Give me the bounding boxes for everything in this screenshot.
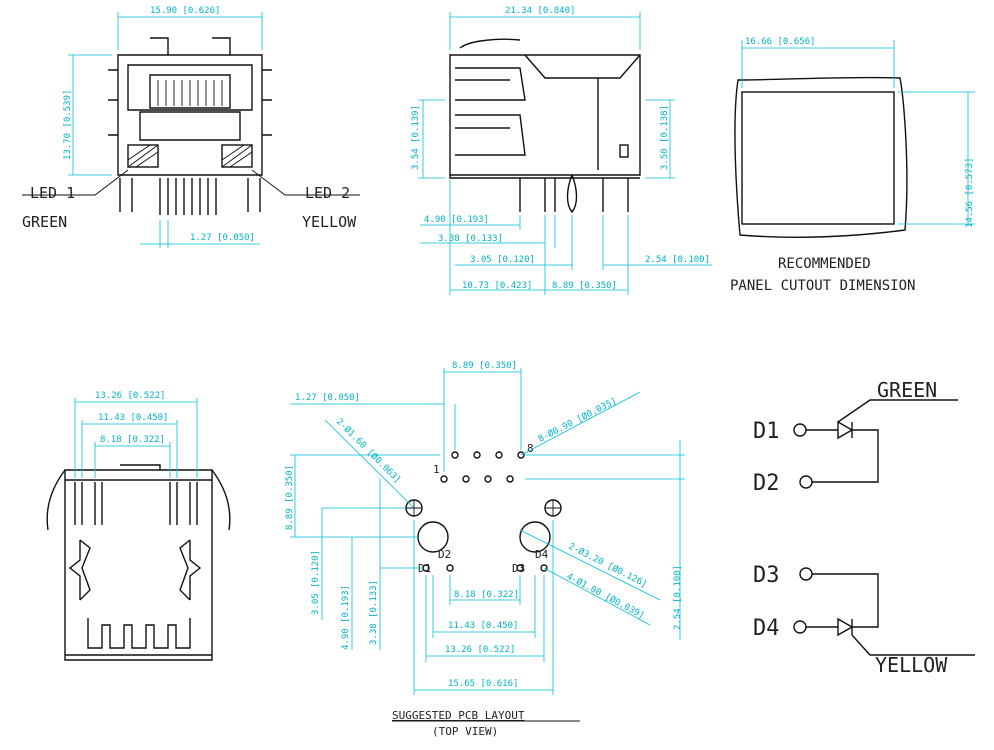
pcb-left-dim-1: 8.89 [0.350] [285, 465, 295, 530]
side-depth-dim: 21.34 [0.840] [505, 6, 575, 16]
bottom-dim-2: 11.43 [0.450] [98, 413, 168, 423]
pad-d2-label: D2 [438, 548, 451, 561]
panel-cutout: 16.66 [0.656] 14.56 [0.573] RECOMMENDED … [730, 37, 975, 294]
side-dim-3: 3.05 [0.120] [470, 255, 535, 265]
pcb-right-dim: 2.54 [0.100] [673, 565, 683, 630]
pcb-left-dim-3: 4.90 [0.193] [341, 585, 351, 650]
pcb-left-dim-2: 3.05 [0.120] [311, 550, 321, 615]
pcb-callout-1: 8-Ø0.90 [Ø0.035] [536, 396, 618, 445]
pin8-label: 8 [527, 442, 534, 455]
cutout-title-2: PANEL CUTOUT DIMENSION [730, 278, 915, 294]
pad-d1-label: D1 [418, 562, 431, 575]
front-pitch-dim: 1.27 [0.050] [190, 233, 255, 243]
front-width-dim: 15.90 [0.626] [150, 6, 220, 16]
pcb-caption-1: SUGGESTED PCB LAYOUT [392, 709, 525, 722]
pcb-bottom-dim-1: 8.18 [0.322] [454, 590, 519, 600]
cutout-height-dim: 14.56 [0.573] [965, 158, 975, 228]
led-schematic: D1 GREEN D2 D3 D4 YELLOW [753, 378, 975, 677]
bottom-dim-3: 8.18 [0.322] [100, 435, 165, 445]
schematic-d2: D2 [753, 471, 780, 496]
side-right-height-dim: 3.50 [0.138] [660, 105, 670, 170]
led1-label: LED 1 [30, 184, 75, 202]
cutout-title-1: RECOMMENDED [778, 256, 871, 272]
led1-color: GREEN [22, 213, 67, 231]
side-view: 21.34 [0.840] 3.54 [0.139] 3.50 [0.138] … [411, 6, 712, 295]
schematic-green: GREEN [877, 378, 937, 402]
pad-d3-label: D3 [512, 562, 525, 575]
side-dim-6: 2.54 [0.100] [645, 255, 710, 265]
side-dim-5: 8.89 [0.350] [552, 281, 617, 291]
side-dim-1: 4.90 [0.193] [424, 215, 489, 225]
front-height-dim: 13.70 [0.539] [63, 90, 73, 160]
bottom-dim-1: 13.26 [0.522] [95, 391, 165, 401]
schematic-d3: D3 [753, 563, 780, 588]
pad-d4-label: D4 [535, 548, 549, 561]
schematic-yellow: YELLOW [875, 653, 948, 677]
pcb-left-dim-4: 3.38 [0.133] [369, 580, 379, 645]
side-dim-2: 3.38 [0.133] [438, 234, 503, 244]
side-left-height-dim: 3.54 [0.139] [411, 105, 421, 170]
pin1-label: 1 [433, 463, 440, 476]
pcb-caption-2: (TOP VIEW) [432, 725, 498, 738]
pcb-layout: 1 8 D2 D4 D1 D3 8.89 [0.350] 1.27 [0.050… [285, 361, 685, 738]
bottom-view: 13.26 [0.522] 11.43 [0.450] 8.18 [0.322] [46, 391, 231, 661]
led2-color: YELLOW [302, 213, 357, 231]
front-view: 15.90 [0.626] 13.70 [0.539] 1.27 [0.050]… [22, 6, 360, 248]
pcb-callout-2: 2-Ø1.60 [Ø0.063] [334, 416, 403, 485]
schematic-d1: D1 [753, 419, 780, 444]
pcb-top-dim-1: 8.89 [0.350] [452, 361, 517, 371]
side-dim-4: 10.73 [0.423] [462, 281, 532, 291]
cutout-width-dim: 16.66 [0.656] [745, 37, 815, 47]
schematic-d4: D4 [753, 616, 780, 641]
pcb-bottom-dim-3: 13.26 [0.522] [445, 645, 515, 655]
pcb-bottom-dim-4: 15.65 [0.616] [448, 679, 518, 689]
pcb-top-dim-2: 1.27 [0.050] [295, 393, 360, 403]
led2-label: LED 2 [305, 184, 350, 202]
pcb-bottom-dim-2: 11.43 [0.450] [448, 621, 518, 631]
